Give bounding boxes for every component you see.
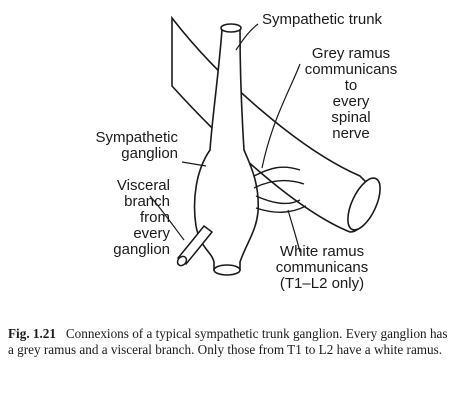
figure-caption: Fig. 1.21 Connexions of a typical sympat… (8, 326, 454, 358)
visceral-branch-drawing (176, 224, 214, 267)
leader-white-ramus (287, 209, 301, 253)
label-grey-ramus: Grey ramus communicans to every spinal n… (304, 45, 398, 142)
leader-sympathetic-trunk (235, 23, 259, 51)
leader-visceral-branch (149, 195, 185, 241)
caption-text: Connexions of a typical sympathetic trun… (8, 326, 448, 357)
rami-communicantes (253, 166, 307, 213)
label-sympathetic-trunk: Sympathetic trunk (262, 11, 383, 28)
leader-lines (149, 23, 301, 253)
leader-grey-ramus (261, 63, 301, 169)
sympathetic-trunk-drawing (193, 23, 260, 276)
figure-number: Fig. 1.21 (8, 326, 56, 341)
leader-sympathetic-ganglion (181, 161, 207, 167)
label-white-ramus: White ramus communicans (T1–L2 only) (275, 243, 369, 292)
label-sympathetic-ganglion: Sympathetic ganglion (95, 129, 178, 162)
label-visceral-branch: Visceral branch from every ganglion (113, 177, 170, 258)
